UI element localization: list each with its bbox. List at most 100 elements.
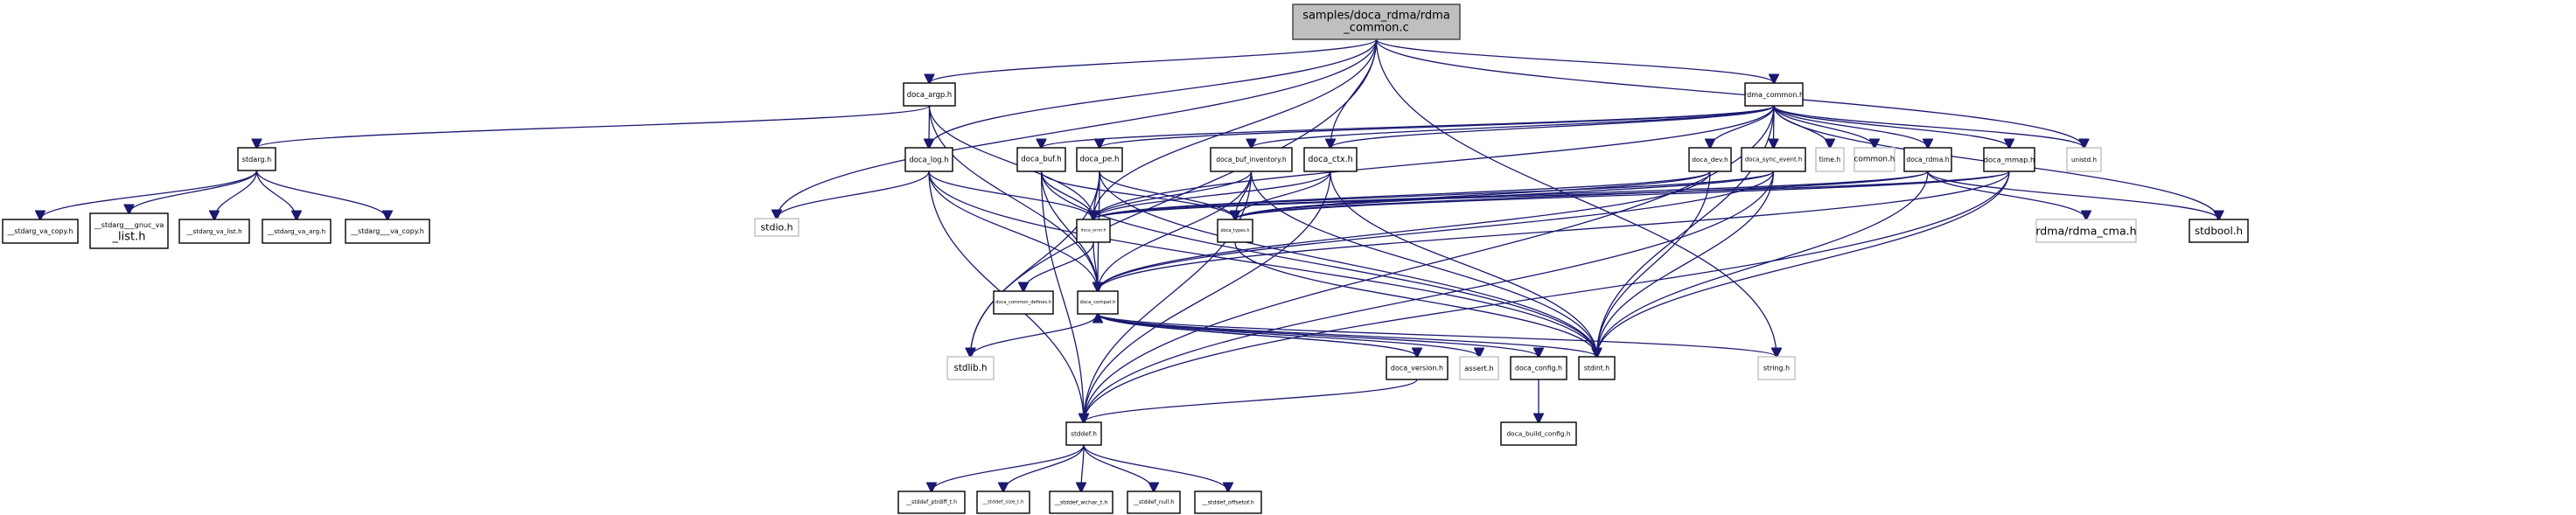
nodes-layer: samples/doca_rdma/rdma_common.c doca_argp… [2, 3, 2249, 514]
node-box [2, 219, 79, 244]
edge-doca-buf-inventory-to-doca-compat [1098, 171, 1253, 291]
node-box [262, 219, 332, 244]
node-label: __stddef_wchar_t.h [1054, 499, 1108, 506]
edge-doca-dev-to-doca-types [1235, 171, 1711, 219]
node-wchar-t[interactable]: __stddef_wchar_t.h [1049, 491, 1113, 514]
node-box [1049, 491, 1113, 514]
node-box [976, 491, 1030, 514]
node-label: __stdarg_va_copy.h [7, 227, 73, 235]
node-label: doca_compat.h [1079, 300, 1115, 305]
node-box [1076, 147, 1123, 172]
node-stdint[interactable]: stdint.h [1578, 356, 1616, 380]
node-doca-mmap[interactable]: doca_mmap.h [1983, 147, 2035, 172]
node-box [1741, 147, 1806, 172]
node-doca-common-defines[interactable]: doca_common_defines.h [993, 290, 1054, 315]
node-label: doca_common_defines.h [995, 300, 1051, 305]
node-stdarg[interactable]: stdarg.h [237, 147, 276, 171]
node-label: __stddef_size_t.h [981, 500, 1024, 505]
node-doca-dev[interactable]: doca_dev.h [1688, 147, 1732, 172]
node-label: common.h [1854, 156, 1895, 164]
node-box [1127, 491, 1181, 514]
edge-doca-version-to-stddef [1084, 379, 1418, 422]
node-unistd: unistd.h [2066, 147, 2102, 172]
edge-doca-sync-event-to-stdint [1597, 171, 1775, 357]
node-label: stdlib.h [954, 363, 988, 373]
node-doca-buf[interactable]: doca_buf.h [1016, 147, 1066, 172]
edge-doca-rdma-to-rdma-cma [1927, 171, 2086, 219]
node-box [1578, 356, 1616, 380]
edge-doca-pe-to-stdlib [971, 171, 1100, 357]
node-box [2035, 219, 2137, 243]
node-doca-buf-inventory[interactable]: doca_buf_inventory.h [1210, 147, 1293, 172]
node-va-arg[interactable]: __stdarg_va_arg.h [262, 219, 332, 244]
node-box [1386, 356, 1449, 380]
edge-doca-rdma-to-stdbool [1927, 171, 2219, 219]
node-box [897, 491, 966, 514]
node-box [1016, 147, 1066, 172]
edge-doca-ctx-to-stdint [1330, 171, 1597, 357]
node-doca-log[interactable]: doca_log.h [904, 147, 953, 172]
node-va-list[interactable]: __stdarg_va_list.h [178, 219, 250, 244]
edge-doca-version-to-doca-compat [1098, 314, 1418, 358]
node-doca-types[interactable]: doca_types.h [1217, 219, 1253, 243]
node-box [993, 290, 1054, 315]
node-doca-build-config[interactable]: doca_build_config.h [1500, 421, 1577, 446]
node-label: doca_version.h [1391, 365, 1443, 372]
node-box [903, 82, 956, 107]
node-doca-argp[interactable]: doca_argp.h [903, 82, 956, 107]
edge-stdarg-to-va-list [214, 170, 258, 219]
edge-doca-dev-to-stdint [1597, 171, 1711, 357]
node-label: __stddef_ptrdiff_t.h [905, 499, 957, 505]
node-size-t[interactable]: __stddef_size_t.h [976, 491, 1030, 514]
node-box [237, 147, 276, 171]
node-va-copy[interactable]: __stdarg_va_copy.h [2, 219, 79, 244]
node-doca-config[interactable]: doca_config.h [1510, 356, 1567, 380]
node-label: doca_buf.h [1021, 156, 1061, 164]
node-doca-version[interactable]: doca_version.h [1386, 356, 1449, 380]
node-box [1688, 147, 1732, 172]
edge-doca-buf-inventory-to-stdint [1250, 171, 1597, 357]
node-box [904, 147, 953, 172]
node-rdma-common-h[interactable]: rdma_common.h [1744, 82, 1804, 107]
node---va-copy[interactable]: __stdarg___va_copy.h [345, 219, 430, 244]
node-label: __stdarg_va_list.h [185, 227, 241, 235]
node-doca-ctx[interactable]: doca_ctx.h [1303, 147, 1358, 172]
edge-doca-mmap-to-doca-compat [1098, 171, 2010, 291]
node-stdbool[interactable]: stdbool.h [2189, 219, 2249, 243]
node-doca-error[interactable]: doca_error.h [1076, 219, 1111, 243]
node-offsetof[interactable]: __stddef_offsetof.h [1194, 491, 1262, 514]
node-label: doca_rdma.h [1906, 156, 1949, 164]
edge-doca-error-to-doca-compat [1093, 241, 1098, 291]
node-label: doca_dev.h [1692, 156, 1728, 164]
node-null[interactable]: __stddef_null.h [1127, 491, 1181, 514]
node-string: string.h [1757, 356, 1796, 380]
node-label: rdma/rdma_cma.h [2035, 225, 2136, 238]
node-doca-compat[interactable]: doca_compat.h [1077, 290, 1119, 315]
edge-stdarg-to---va-copy [255, 170, 388, 219]
edge-doca-argp-to-doca-compat [928, 105, 1099, 291]
node-box [1815, 147, 1845, 172]
edge-rdma-common-h-to-doca-rdma [1773, 105, 1928, 148]
edge-rdma-common-h-to-doca-mmap [1773, 105, 2009, 148]
edge-rdma-common-h-to-doca-ctx [1330, 105, 1775, 148]
node-doca-rdma[interactable]: doca_rdma.h [1903, 147, 1952, 172]
node-stddef[interactable]: stddef.h [1065, 421, 1102, 446]
edge-rdma-common-h-to-doca-buf [1042, 105, 1775, 148]
node-gnuc-va-list[interactable]: __stdarg___gnuc_va_list.h [89, 212, 169, 249]
node-doca-pe[interactable]: doca_pe.h [1076, 147, 1123, 172]
edge-rdma-common-h-to-doca-buf-inventory [1252, 105, 1775, 148]
node-box [1744, 82, 1804, 107]
edge-doca-buf-to-doca-types [1040, 171, 1236, 219]
node-ptrdiff-t[interactable]: __stddef_ptrdiff_t.h [897, 491, 966, 514]
edge-rdma-common-h-to-doca-error [1093, 105, 1775, 219]
node-box [1510, 356, 1567, 380]
edge-stddef-to-ptrdiff-t [932, 444, 1085, 491]
node-box [178, 219, 250, 244]
node-doca-sync-event[interactable]: doca_sync_event.h [1741, 147, 1806, 172]
edge-root-to-doca-ctx [1330, 38, 1378, 148]
node-label: stddef.h [1071, 430, 1097, 438]
edge-root-to-stdio [777, 38, 1378, 219]
node-root: samples/doca_rdma/rdma_common.c [1292, 3, 1461, 40]
node-label: assert.h [1464, 364, 1493, 372]
node-label: doca_error.h [1080, 228, 1106, 233]
